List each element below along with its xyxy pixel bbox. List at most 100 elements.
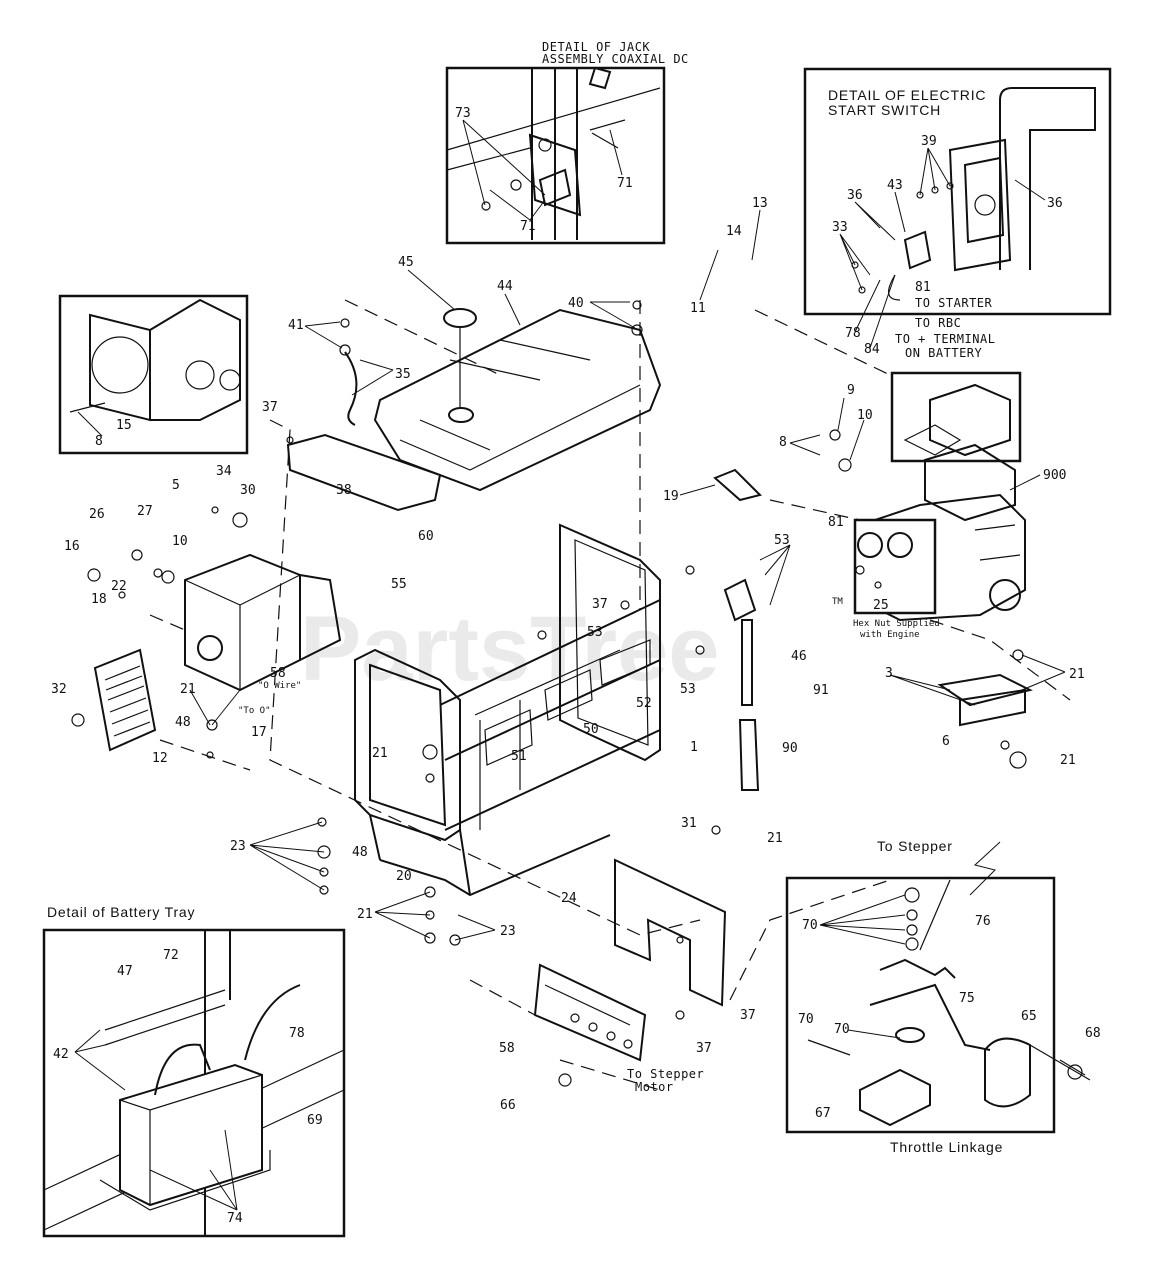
callout-41: 41 [288,318,304,333]
callout-12: 12 [152,751,168,766]
callout-25: 25 [873,598,889,613]
callout-19: 19 [663,489,679,504]
muffler-tube [738,619,760,791]
callout-42: 42 [53,1047,69,1062]
callout-58: 58 [270,666,286,681]
callout-70: 70 [834,1022,850,1037]
callout-81: 81 [828,515,844,530]
callout-36: 36 [1047,196,1063,211]
callout-26: 26 [89,507,105,522]
callout-69: 69 [307,1113,323,1128]
detail-blower-housing [58,294,249,455]
callout-21: 21 [1069,667,1085,682]
callout-51: 51 [511,749,527,764]
trademark: TM [832,597,843,607]
callout-37: 37 [592,597,608,612]
callout-21: 21 [357,907,373,922]
detail-battery-tray: Detail of Battery Tray [42,904,346,1238]
callout-55: 55 [391,577,407,592]
callout-40: 40 [568,296,584,311]
callout-36: 36 [847,188,863,203]
label-hex-nut-1: Hex Nut Supplied [853,619,940,629]
electric-start-title-2: START SWITCH [828,102,941,118]
callout-70: 70 [802,918,818,933]
generator-frame [354,523,661,897]
throttle-linkage-title: Throttle Linkage [890,1139,1003,1155]
callout-37: 37 [740,1008,756,1023]
fuel-tank [373,308,662,492]
callout-23: 23 [500,924,516,939]
callout-52: 52 [636,696,652,711]
callouts: 73 71 71 39 43 36 36 33 81 78 84 13 14 1… [51,106,1101,1226]
callout-78: 78 [289,1026,305,1041]
callout-90: 90 [782,741,798,756]
callout-73: 73 [455,106,471,121]
battery-tray-title: Detail of Battery Tray [47,904,195,920]
callout-1: 1 [690,740,698,755]
callout-3: 3 [885,666,893,681]
callout-44: 44 [497,279,513,294]
callout-8: 8 [95,434,103,449]
callout-37: 37 [262,400,278,415]
callout-21: 21 [180,682,196,697]
label-to-stepper: To Stepper [877,838,953,854]
label-to-starter: TO STARTER [915,296,993,310]
label-to-stepper-motor-2: Motor [635,1080,674,1094]
callout-900: 900 [1043,468,1066,483]
callout-21: 21 [372,746,388,761]
callout-34: 34 [216,464,232,479]
callout-53: 53 [680,682,696,697]
callout-58: 58 [499,1041,515,1056]
callout-71: 71 [617,176,633,191]
callout-31: 31 [681,816,697,831]
callout-43: 43 [887,178,903,193]
callout-53: 53 [774,533,790,548]
callout-21: 21 [1060,753,1076,768]
callout-84: 84 [864,342,880,357]
label-to-rbc: TO RBC [915,316,961,330]
callout-67: 67 [815,1106,831,1121]
callout-13: 13 [752,196,768,211]
callout-32: 32 [51,682,67,697]
fasteners [71,300,1027,1087]
label-o-wire: "O Wire" [258,681,301,691]
callout-65: 65 [1021,1009,1037,1024]
callout-37: 37 [696,1041,712,1056]
callout-47: 47 [117,964,133,979]
callout-38: 38 [336,483,352,498]
engine [853,443,1026,622]
label-to-terminal-1: TO + TERMINAL [895,332,995,346]
callout-5: 5 [172,478,180,493]
callout-81: 81 [915,280,931,295]
jack-detail-title-1: DETAIL OF JACK [542,40,650,54]
callout-35: 35 [395,367,411,382]
callout-39: 39 [921,134,937,149]
callout-68: 68 [1085,1026,1101,1041]
callout-46: 46 [791,649,807,664]
callout-9: 9 [847,383,855,398]
callout-22: 22 [111,579,127,594]
callout-24: 24 [561,891,577,906]
callout-10: 10 [857,408,873,423]
callout-60: 60 [418,529,434,544]
callout-76: 76 [975,914,991,929]
alternator [93,553,342,752]
callout-10: 10 [172,534,188,549]
callout-53: 53 [587,625,603,640]
engine-mount-rails [937,673,1033,727]
callout-21: 21 [767,831,783,846]
detail-jack-assembly: DETAIL OF JACK ASSEMBLY COAXIAL DC [445,40,688,245]
callout-6: 6 [942,734,950,749]
heat-shield [286,433,442,512]
label-hex-nut-2: with Engine [860,630,920,640]
callout-17: 17 [251,725,267,740]
callout-78: 78 [845,326,861,341]
assembly-dash-lines [149,299,1071,1091]
callout-70: 70 [798,1012,814,1027]
callout-16: 16 [64,539,80,554]
callout-74: 74 [227,1211,243,1226]
callout-50: 50 [583,722,599,737]
callout-30: 30 [240,483,256,498]
callout-45: 45 [398,255,414,270]
